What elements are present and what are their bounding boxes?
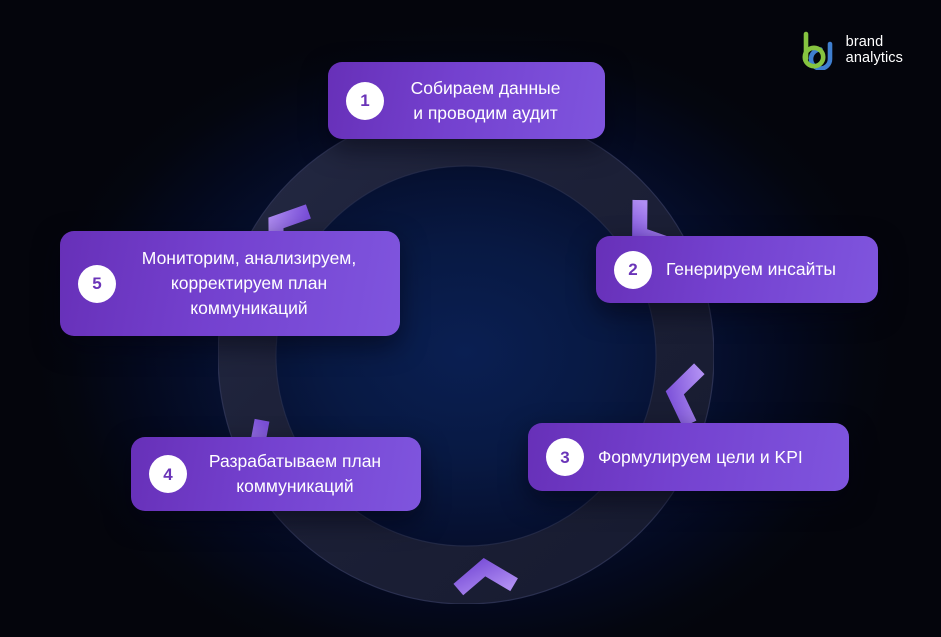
step-label-5: Мониторим, анализируем, корректируем пла…: [141, 248, 357, 318]
step-badge-5: 5: [78, 264, 116, 303]
brand-analytics-logo-icon: [802, 31, 832, 70]
step-card-3[interactable]: 3 Формулируем цели и KPI: [528, 423, 849, 491]
cycle-ring: [218, 108, 714, 604]
ring-inner-edge: [275, 165, 657, 547]
brand-logo-text: brand analytics: [845, 33, 903, 67]
brand-logo: brand analytics: [798, 30, 903, 70]
chevron-right-icon: [665, 363, 705, 428]
step-card-1[interactable]: 1 Собираем данные и проводим аудит: [328, 62, 605, 139]
chevron-bottom-icon: [453, 558, 518, 596]
step-badge-4: 4: [149, 455, 187, 493]
step-label-3: Формулируем цели и KPI: [598, 446, 803, 467]
step-badge-3: 3: [546, 438, 584, 476]
step-label-4: Разрабатываем план коммуникаций: [208, 451, 382, 496]
step-label-1: Собираем данные и проводим аудит: [410, 77, 561, 123]
step-card-5[interactable]: 5 Мониторим, анализируем, корректируем п…: [60, 231, 400, 336]
step-label-2: Генерируем инсайты: [666, 259, 836, 279]
step-badge-1: 1: [346, 81, 384, 120]
step-card-4[interactable]: 4 Разрабатываем план коммуникаций: [131, 437, 421, 511]
step-badge-2: 2: [614, 250, 652, 289]
step-card-2[interactable]: 2 Генерируем инсайты: [596, 236, 878, 303]
